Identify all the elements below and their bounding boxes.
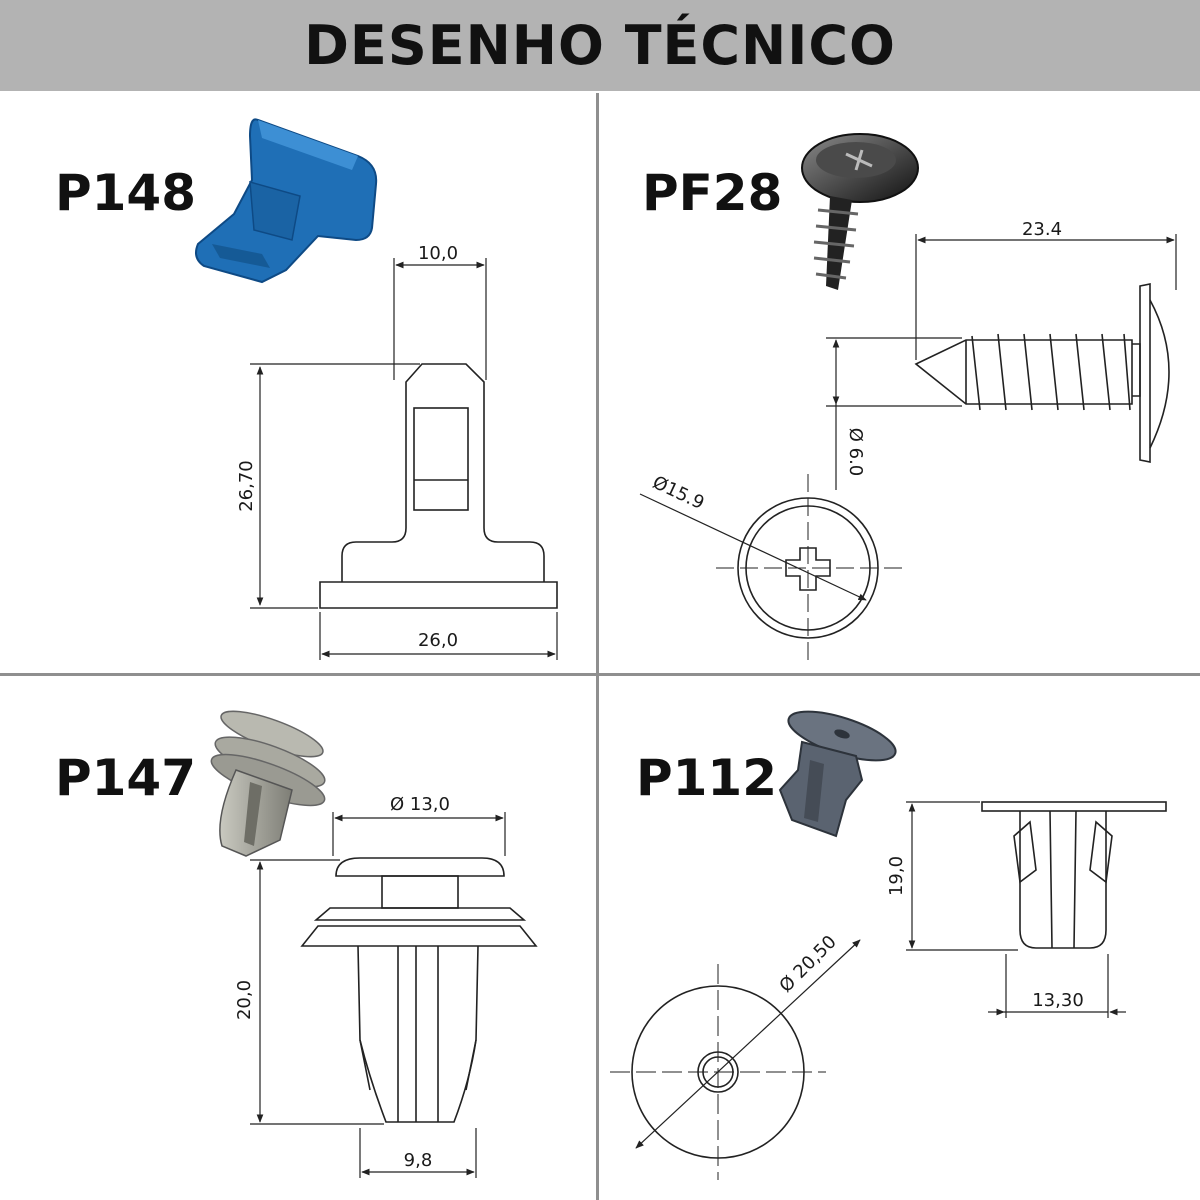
- vertical-divider: [596, 93, 599, 1200]
- p112-dim-disc-dia: Ø 20,50: [775, 931, 840, 996]
- p112-photo: [778, 710, 897, 838]
- p112-dim-height: 19,0: [886, 856, 907, 896]
- p147-dim-tip-width: 9,8: [404, 1150, 433, 1171]
- p112-end-view: [610, 939, 861, 1180]
- p148-dimensions: [250, 258, 558, 660]
- p112-dim-base-width: 13,30: [1032, 990, 1084, 1011]
- part-label-p148: P148: [55, 164, 197, 222]
- p147-photo: [210, 710, 326, 857]
- pf28-dimensions: [826, 234, 1177, 490]
- header-bar: DESENHO TÉCNICO: [0, 0, 1200, 91]
- p147-dim-height: 20,0: [234, 980, 255, 1020]
- pf28-dim-head-dia: Ø15.9: [649, 472, 707, 514]
- p112-dimensions: [906, 801, 1126, 1018]
- horizontal-divider: [0, 673, 1200, 676]
- p148-dim-height: 26,70: [236, 460, 257, 512]
- pf28-drawing: [914, 283, 1170, 463]
- part-label-p112: P112: [636, 749, 778, 807]
- pf28-photo: [801, 133, 919, 290]
- part-label-p147: P147: [55, 749, 197, 807]
- p147-dimensions: [250, 812, 506, 1178]
- p147-dim-head-dia: Ø 13,0: [390, 794, 450, 815]
- p148-dim-top-width: 10,0: [418, 243, 458, 264]
- p148-drawing: [319, 363, 558, 609]
- p148-photo: [195, 118, 378, 284]
- p148-dim-base-width: 26,0: [418, 630, 458, 651]
- part-label-pf28: PF28: [642, 164, 783, 222]
- p147-drawing: [300, 857, 538, 1123]
- pf28-dim-length: 23.4: [1022, 219, 1062, 240]
- pf28-dim-shank-dia: Ø 6.0: [845, 428, 866, 477]
- pf28-end-view: [639, 474, 902, 662]
- p112-drawing: [981, 801, 1167, 949]
- page-title: DESENHO TÉCNICO: [304, 14, 896, 77]
